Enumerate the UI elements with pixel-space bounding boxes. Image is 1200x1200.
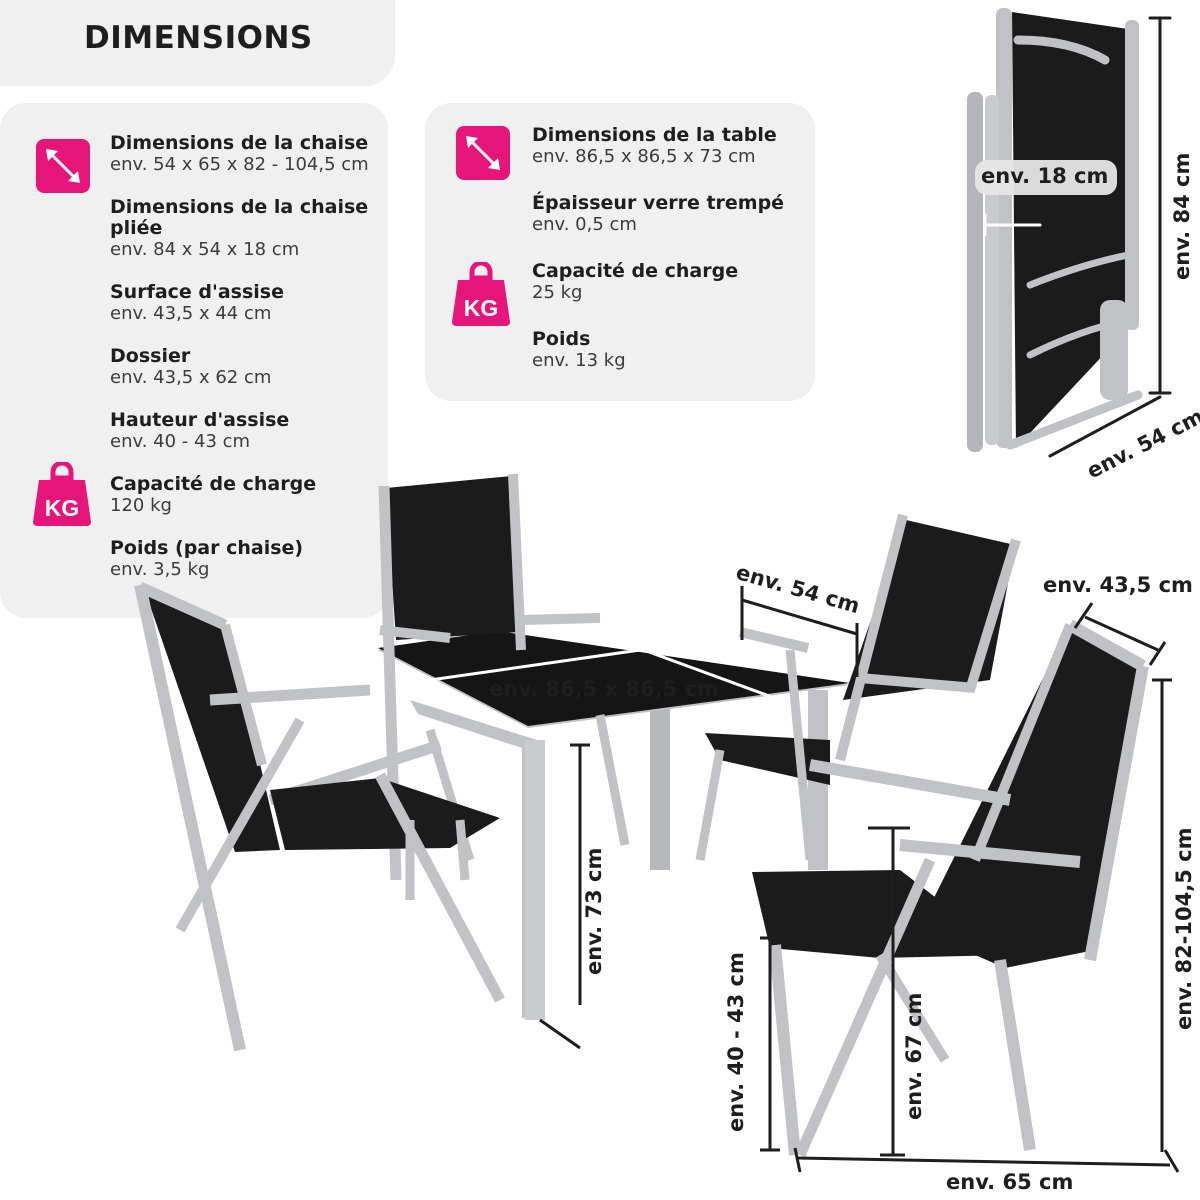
diagonal-arrows-icon: [36, 139, 90, 197]
spec-value: env. 54 x 65 x 82 - 104,5 cm: [110, 154, 369, 175]
svg-text:KG: KG: [464, 295, 499, 321]
chair-height-label: env. 82-104,5 cm: [1172, 827, 1196, 1030]
spec-value: env. 86,5 x 86,5 x 73 cm: [532, 146, 756, 167]
spec-value: 120 kg: [110, 495, 172, 516]
weight-kg-icon: KG: [450, 260, 512, 332]
folded-height-label: env. 84 cm: [1170, 152, 1194, 280]
spec-label: Épaisseur verre trempé: [532, 192, 785, 214]
spec-value: env. 13 kg: [532, 350, 626, 371]
page-title: DIMENSIONS: [84, 20, 313, 56]
armrest-height-label: env. 67 cm: [902, 992, 926, 1120]
spec-label: Capacité de charge: [110, 473, 317, 495]
spec-label: Capacité de charge: [532, 260, 739, 282]
chair-depth-label: env. 65 cm: [946, 1170, 1074, 1194]
spec-chair-weight: Poids (par chaise) env. 3,5 kg: [110, 537, 380, 581]
spec-label: Dimensions de la table: [532, 124, 777, 146]
table-top-label: env. 86,5 x 86,5 cm: [489, 677, 719, 701]
spec-value: env. 0,5 cm: [532, 214, 637, 235]
chair-back-right: [695, 513, 1021, 861]
diagonal-arrows-icon: [456, 126, 510, 184]
spec-backrest: Dossier env. 43,5 x 62 cm: [110, 345, 380, 389]
spec-seat-height: Hauteur d'assise env. 40 - 43 cm: [110, 409, 380, 453]
spec-value: env. 84 x 54 x 18 cm: [110, 239, 300, 260]
spec-label: Dimensions de la chaise pliée: [110, 196, 369, 239]
table-height-label: env. 73 cm: [582, 847, 606, 975]
spec-value: env. 3,5 kg: [110, 559, 210, 580]
spec-value: 25 kg: [532, 282, 583, 303]
spec-label: Poids (par chaise): [110, 537, 304, 559]
title-pill: [0, 0, 395, 86]
spec-label: Dossier: [110, 345, 191, 367]
spec-value: env. 40 - 43 cm: [110, 431, 251, 452]
spec-chair-load: Capacité de charge 120 kg: [110, 473, 380, 517]
spec-glass-thickness: Épaisseur verre trempé env. 0,5 cm: [532, 192, 807, 236]
folded-depth-label: env. 18 cm: [981, 164, 1109, 188]
spec-folded-chair: Dimensions de la chaise pliée env. 84 x …: [110, 196, 370, 261]
spec-value: env. 43,5 x 44 cm: [110, 303, 272, 324]
spec-label: Dimensions de la chaise: [110, 132, 369, 154]
chair-front-left: [134, 581, 505, 1052]
spec-label: Surface d'assise: [110, 281, 284, 303]
folded-chair: [967, 8, 1172, 458]
spec-value: env. 43,5 x 62 cm: [110, 367, 272, 388]
spec-table-dimensions: Dimensions de la table env. 86,5 x 86,5 …: [532, 124, 807, 168]
seat-height-label: env. 40 - 43 cm: [724, 952, 748, 1132]
backrest-width-label: env. 43,5 cm: [1043, 573, 1193, 597]
spec-table-load: Capacité de charge 25 kg: [532, 260, 807, 304]
spec-label: Poids: [532, 328, 591, 350]
weight-kg-icon: KG: [31, 460, 93, 532]
spec-table-weight: Poids env. 13 kg: [532, 328, 807, 372]
spec-label: Hauteur d'assise: [110, 409, 290, 431]
spec-seat-surface: Surface d'assise env. 43,5 x 44 cm: [110, 281, 380, 325]
table: [378, 631, 850, 1050]
svg-text:KG: KG: [45, 495, 80, 521]
chair-front-right: [752, 602, 1180, 1173]
spec-chair-dimensions: Dimensions de la chaise env. 54 x 65 x 8…: [110, 132, 380, 176]
